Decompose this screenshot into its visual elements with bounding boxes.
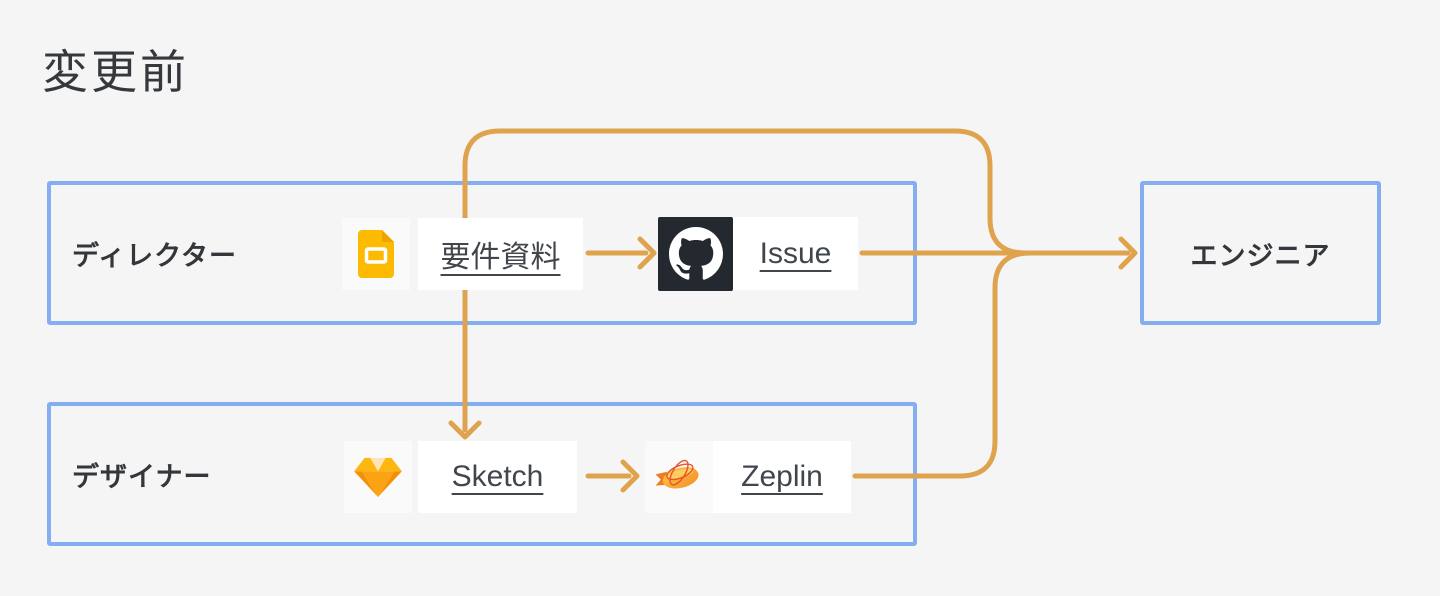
designer-label-wrap: デザイナー	[72, 406, 211, 542]
requirements-doc-link[interactable]: 要件資料	[418, 218, 583, 290]
zeplin-link[interactable]: Zeplin	[713, 441, 851, 513]
github-icon-tile[interactable]	[658, 217, 733, 291]
engineer-label: エンジニア	[1190, 240, 1331, 271]
designer-label: デザイナー	[72, 461, 212, 492]
director-label: ディレクター	[72, 240, 238, 271]
page-title: 変更前	[42, 46, 189, 98]
zeplin-icon-tile[interactable]	[645, 441, 713, 513]
sketch-icon-tile[interactable]	[344, 441, 412, 513]
google-slides-icon-tile[interactable]	[342, 218, 410, 290]
sketch-icon	[354, 457, 402, 498]
engineer-group-box: エンジニア	[1140, 181, 1381, 325]
sketch-file-link[interactable]: Sketch	[418, 441, 577, 513]
director-label-wrap: ディレクター	[72, 185, 237, 321]
zeplin-icon	[655, 459, 699, 489]
google-slides-icon	[358, 230, 394, 278]
github-icon	[668, 227, 723, 280]
github-issue-link[interactable]: Issue	[733, 217, 858, 290]
